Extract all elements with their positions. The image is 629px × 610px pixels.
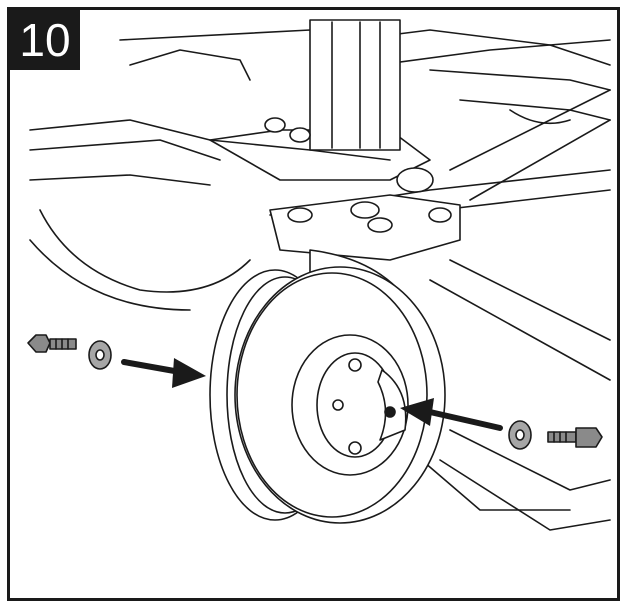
right-washer-icon (508, 420, 532, 450)
caster-wheel-illustration (27, 19, 611, 531)
step-number-badge: 10 (10, 10, 80, 70)
right-bolt-icon (547, 427, 603, 448)
right-arrow-icon (400, 398, 503, 431)
caster-post (309, 19, 401, 151)
mounting-plate (264, 117, 461, 261)
instruction-panel: 10 (7, 7, 620, 601)
left-bolt-icon (27, 334, 77, 353)
left-arrow-icon (121, 358, 206, 388)
left-washer-icon (88, 340, 112, 370)
caster-wheel (209, 266, 446, 524)
